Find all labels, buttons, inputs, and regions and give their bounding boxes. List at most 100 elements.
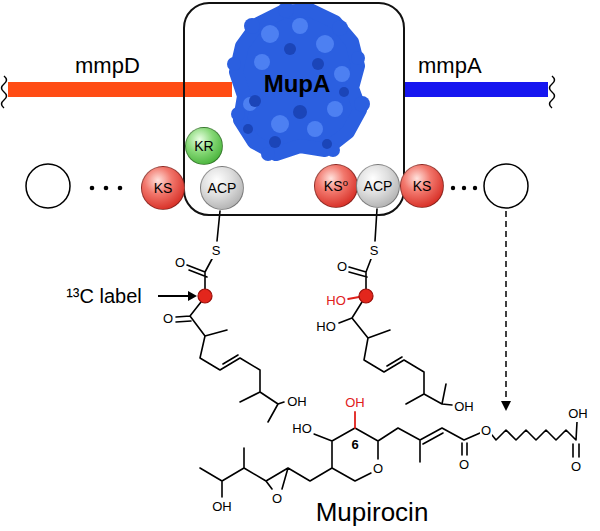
protein-texture bbox=[327, 101, 343, 117]
atom-label: O bbox=[570, 460, 582, 475]
gene-bar: mmpD bbox=[8, 82, 232, 97]
domain-label: KS bbox=[413, 178, 432, 194]
labelled-carbon bbox=[198, 289, 212, 303]
label-anchor: HO bbox=[291, 419, 313, 437]
mupirocin-structure bbox=[200, 422, 579, 497]
label-anchor: OH bbox=[286, 392, 308, 410]
atom-label: OH bbox=[344, 396, 366, 411]
label-anchor: O bbox=[271, 489, 283, 507]
protein-texture bbox=[243, 124, 253, 134]
domain-circle: ACP bbox=[200, 166, 244, 210]
protein-bump bbox=[351, 51, 365, 65]
atom-label: O bbox=[271, 492, 283, 507]
domain-circle: ACP bbox=[356, 164, 400, 208]
protein-bump bbox=[278, 2, 294, 18]
atom-label: HO bbox=[325, 294, 347, 309]
label-anchor: OH bbox=[211, 497, 233, 515]
protein-texture bbox=[254, 54, 270, 70]
gene-bar: mmpA bbox=[405, 82, 548, 97]
atom-label: S bbox=[211, 244, 222, 259]
arrow-head bbox=[188, 291, 197, 301]
atom-label: S bbox=[369, 244, 380, 259]
protein-bump bbox=[227, 57, 241, 71]
callout-label: ¹³C label bbox=[65, 285, 143, 308]
protein-bump bbox=[244, 18, 260, 34]
label-arrow bbox=[158, 295, 188, 297]
ellipsis-dot bbox=[118, 186, 123, 191]
atom-label: O bbox=[336, 260, 348, 275]
atom-label: OH bbox=[211, 500, 233, 515]
break-squiggle bbox=[550, 76, 555, 108]
gene-name: mmpD bbox=[75, 53, 140, 78]
label-anchor: OH bbox=[453, 397, 475, 415]
domain-circle: KR bbox=[185, 127, 223, 165]
protein-texture bbox=[312, 58, 324, 70]
protein-bump bbox=[261, 147, 275, 161]
protein-texture bbox=[307, 121, 323, 137]
atom-label: O bbox=[174, 256, 186, 271]
protein-blob bbox=[236, 10, 360, 154]
protein-bump bbox=[231, 107, 245, 121]
position-number: 6 bbox=[350, 438, 359, 453]
ellipsis-dot bbox=[90, 186, 95, 191]
label-anchor: S bbox=[369, 241, 380, 259]
protein-texture bbox=[339, 87, 349, 97]
atom-label: OH bbox=[286, 395, 308, 410]
domain-label: ACP bbox=[208, 180, 237, 196]
domain-label: KS bbox=[154, 180, 173, 196]
protein-texture bbox=[284, 43, 296, 55]
protein-texture bbox=[271, 115, 289, 133]
label-anchor: OH bbox=[567, 404, 589, 422]
label-anchor: O bbox=[336, 257, 348, 275]
protein-texture bbox=[293, 105, 307, 119]
compound-name: Mupirocin bbox=[315, 498, 430, 528]
arrow-head bbox=[501, 401, 511, 411]
atom-label: O bbox=[480, 424, 492, 439]
hydroxylated-structure bbox=[339, 209, 452, 405]
domain-circle: KS⁰ bbox=[314, 164, 358, 208]
domain-label: KS⁰ bbox=[324, 178, 348, 194]
dashed-arrow bbox=[505, 211, 507, 401]
protein-name: MupA bbox=[264, 70, 331, 98]
protein-texture bbox=[249, 95, 261, 107]
atom-label: O bbox=[162, 312, 174, 327]
atom-label: HO bbox=[315, 320, 337, 335]
label-anchor: O bbox=[162, 309, 174, 327]
protein-bump bbox=[332, 20, 348, 36]
label-anchor: HO bbox=[315, 317, 337, 335]
domain-circle: KS bbox=[400, 164, 444, 208]
ketothioester-structure bbox=[176, 211, 284, 422]
domain-label: KR bbox=[194, 138, 213, 154]
open-domain-circle bbox=[484, 164, 528, 208]
atom-label: OH bbox=[567, 407, 589, 422]
gene-name: mmpA bbox=[418, 53, 482, 78]
protein-texture bbox=[316, 35, 334, 53]
domain-label: ACP bbox=[364, 178, 393, 194]
ellipsis-dot bbox=[451, 186, 455, 190]
hydroxyl-bond bbox=[348, 297, 359, 299]
labelled-carbon bbox=[359, 289, 373, 303]
atom-label: O bbox=[372, 462, 384, 477]
label-anchor: Mupirocin bbox=[315, 498, 430, 528]
ellipsis-dot bbox=[104, 186, 109, 191]
ellipsis-dot bbox=[462, 186, 466, 190]
label-anchor: 6 bbox=[350, 435, 359, 453]
label-anchor: O bbox=[372, 459, 384, 477]
label-anchor: S bbox=[211, 241, 222, 259]
domain-circle: KS bbox=[141, 166, 185, 210]
protein-surface bbox=[227, 2, 370, 161]
protein-bump bbox=[354, 96, 370, 112]
break-squiggle bbox=[2, 76, 7, 108]
protein-texture bbox=[269, 136, 281, 148]
label-anchor: O bbox=[174, 253, 186, 271]
label-anchor: O bbox=[458, 455, 470, 473]
open-domain-circle bbox=[26, 164, 70, 208]
ellipsis-dot bbox=[473, 186, 477, 190]
label-anchor: O bbox=[570, 457, 582, 475]
module-box: MupA KR ACP KS⁰ ACP bbox=[183, 2, 405, 216]
label-anchor: HO bbox=[325, 291, 347, 309]
protein-texture bbox=[261, 25, 279, 43]
label-anchor: O bbox=[480, 421, 492, 439]
label-anchor: OH bbox=[344, 393, 366, 411]
